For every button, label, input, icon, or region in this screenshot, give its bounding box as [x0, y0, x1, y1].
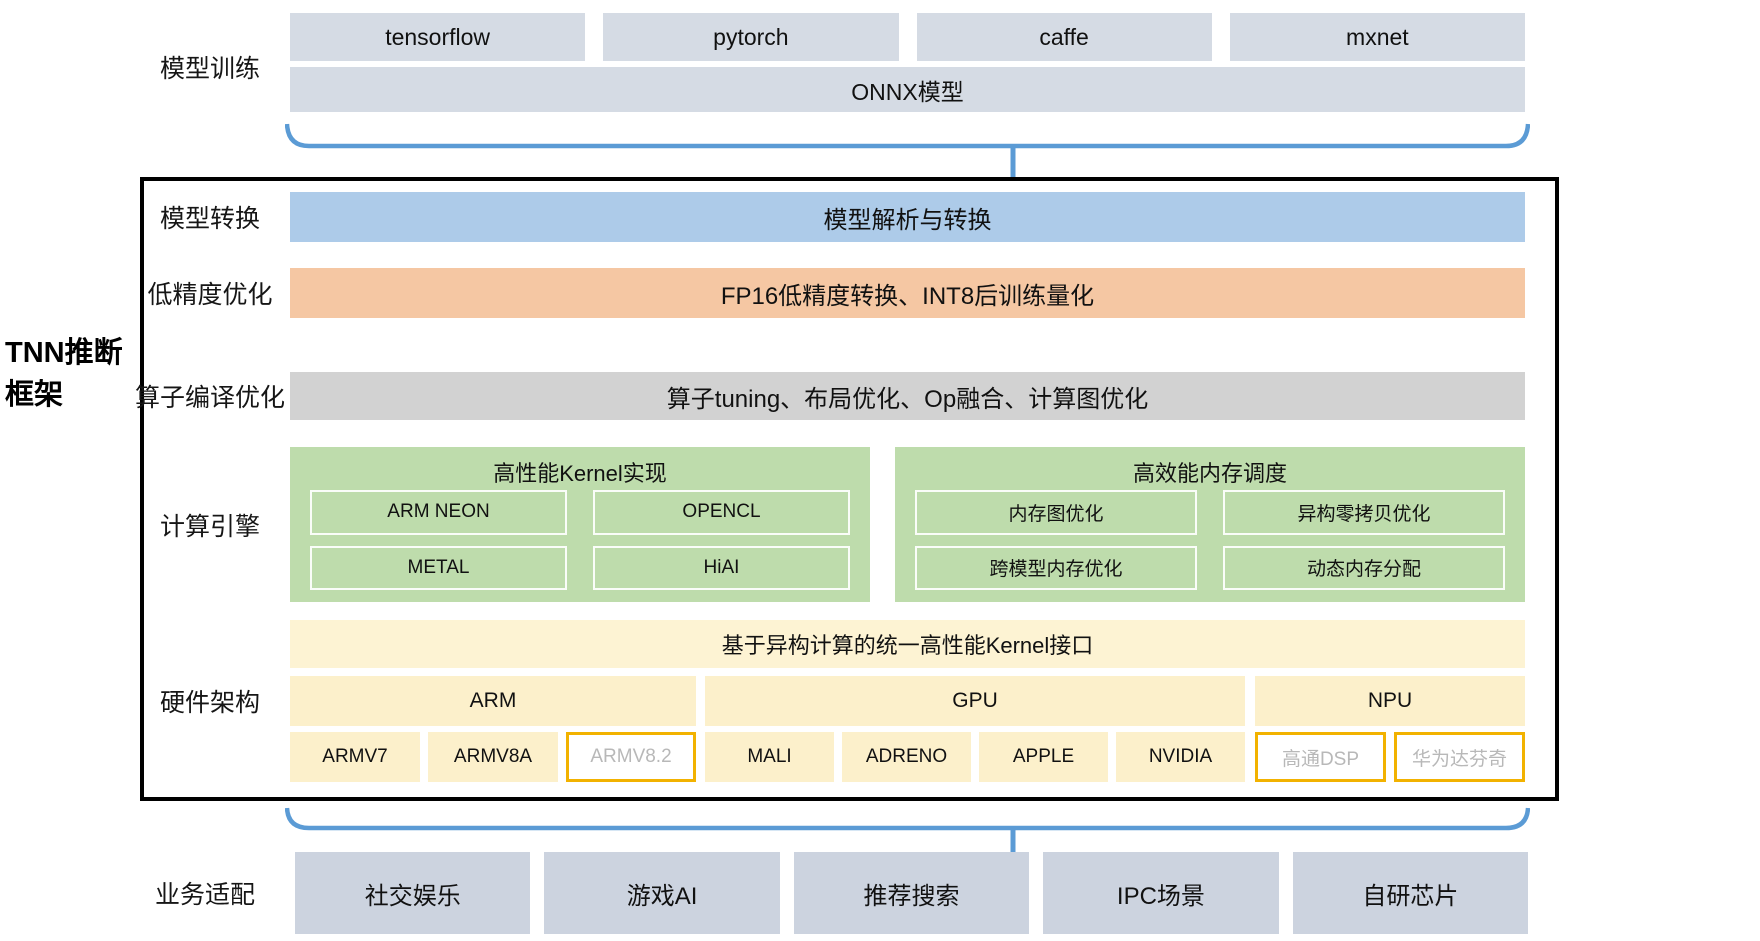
hw-header-npu: NPU: [1255, 676, 1525, 726]
biz-box-recommend-search: 推荐搜索: [793, 852, 1030, 934]
kernel-impl-metal: METAL: [310, 545, 567, 590]
unified-kernel-api-bar: 基于异构计算的统一高性能Kernel接口: [290, 620, 1525, 668]
kernel-impl-group: 高性能Kernel实现 ARM NEON OPENCL METAL HiAI: [290, 447, 870, 602]
bar-operator-tuning: 算子tuning、布局优化、Op融合、计算图优化: [290, 372, 1525, 420]
cross-model-memory-opt: 跨模型内存优化: [915, 545, 1197, 590]
chip-apple: APPLE: [979, 732, 1108, 782]
training-frameworks-row: tensorflow pytorch caffe mxnet: [290, 13, 1525, 61]
hetero-zerocopy-opt: 异构零拷贝优化: [1223, 490, 1505, 535]
brace-top: [285, 123, 1530, 178]
biz-box-ipc: IPC场景: [1043, 852, 1279, 934]
label-low-precision: 低精度优化: [147, 281, 273, 309]
chip-armv8a: ARMV8A: [428, 732, 558, 782]
chip-armv8_2: ARMV8.2: [566, 732, 696, 782]
kernel-impl-hiai: HiAI: [593, 545, 850, 590]
business-row: 社交娱乐 游戏AI 推荐搜索 IPC场景 自研芯片: [295, 852, 1529, 934]
memory-sched-title: 高效能内存调度: [1132, 461, 1287, 486]
tnn-framework-title: TNN推断 框架: [5, 332, 145, 416]
kernel-impl-arm-neon: ARM NEON: [310, 490, 567, 535]
chip-qualcomm-dsp: 高通DSP: [1255, 732, 1386, 782]
tnn-framework-title-line1: TNN推断: [5, 337, 123, 369]
biz-box-self-chip: 自研芯片: [1292, 852, 1529, 934]
bar-fp16-int8: FP16低精度转换、INT8后训练量化: [290, 268, 1525, 318]
kernel-impl-grid: ARM NEON OPENCL METAL HiAI: [310, 490, 850, 590]
chip-armv7: ARMV7: [290, 732, 420, 782]
label-model-training: 模型训练: [159, 55, 260, 83]
label-compute-engine: 计算引擎: [159, 513, 260, 541]
chip-mali: MALI: [705, 732, 834, 782]
onnx-model-bar: ONNX模型: [290, 67, 1525, 112]
bar-model-parse-convert: 模型解析与转换: [290, 192, 1525, 242]
memory-sched-group: 高效能内存调度 内存图优化 异构零拷贝优化 跨模型内存优化 动态内存分配: [895, 447, 1525, 602]
biz-box-game-ai: 游戏AI: [544, 852, 780, 934]
memory-sched-grid: 内存图优化 异构零拷贝优化 跨模型内存优化 动态内存分配: [915, 490, 1505, 590]
dynamic-memory-alloc: 动态内存分配: [1223, 545, 1505, 590]
biz-box-social: 社交娱乐: [295, 852, 531, 934]
tnn-framework-title-line2: 框架: [5, 379, 64, 411]
kernel-impl-title: 高性能Kernel实现: [493, 461, 667, 486]
framework-box-caffe: caffe: [916, 13, 1212, 61]
chip-adreno: ADRENO: [842, 732, 971, 782]
kernel-impl-opencl: OPENCL: [593, 490, 850, 535]
hw-header-arm: ARM: [290, 676, 696, 726]
label-business-adapt: 业务适配: [154, 881, 255, 909]
framework-box-pytorch: pytorch: [603, 13, 899, 61]
label-operator-compile: 算子编译优化: [134, 384, 285, 412]
chip-nvidia: NVIDIA: [1116, 732, 1245, 782]
chip-huawei-davinci: 华为达芬奇: [1394, 732, 1525, 782]
brace-bottom: [285, 807, 1530, 856]
label-hardware-arch: 硬件架构: [159, 689, 260, 717]
framework-box-mxnet: mxnet: [1229, 13, 1525, 61]
memory-graph-opt: 内存图优化: [915, 490, 1197, 535]
framework-box-tensorflow: tensorflow: [290, 13, 586, 61]
hw-header-gpu: GPU: [705, 676, 1245, 726]
label-model-conversion: 模型转换: [159, 205, 260, 233]
